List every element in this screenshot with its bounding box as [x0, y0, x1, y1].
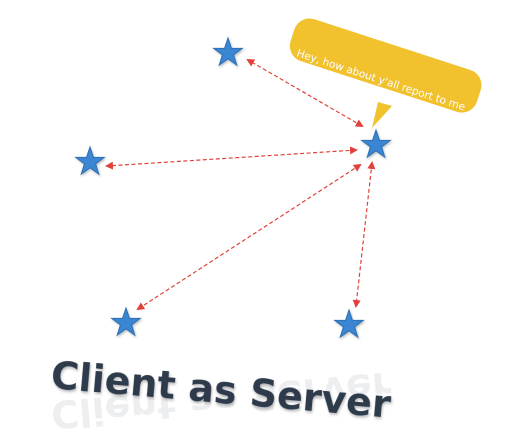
- nodes: [74, 36, 392, 339]
- connection-hub-bottom-right: [352, 161, 376, 308]
- star-icon: [110, 306, 142, 337]
- speech-bubble-body: [289, 18, 482, 113]
- diagram-title: Client as Server Client as Server: [49, 353, 393, 437]
- connection-hub-left: [105, 146, 358, 170]
- star-icon: [212, 36, 244, 67]
- connections: [105, 58, 376, 311]
- speech-bubble: Hey, how about y'all report to me: [289, 18, 482, 128]
- star-icon: [333, 308, 365, 339]
- connection-hub-top-left: [246, 58, 364, 128]
- connection-hub-bottom-left: [136, 163, 362, 311]
- star-icon: [74, 145, 106, 176]
- star-icon: [360, 128, 392, 159]
- speech-bubble-tail: [372, 102, 392, 128]
